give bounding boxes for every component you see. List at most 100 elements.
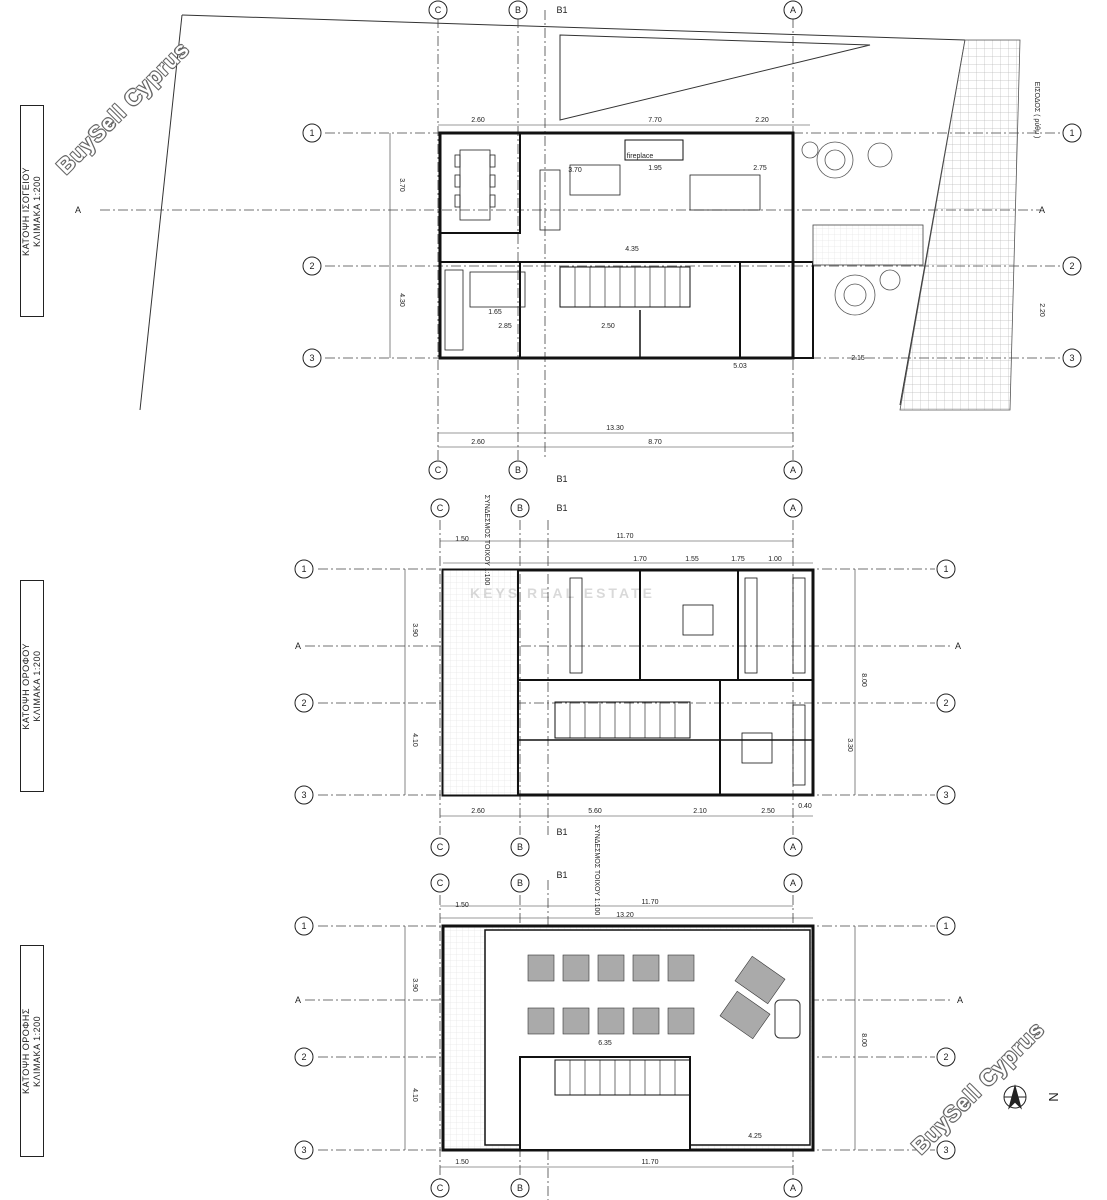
dim-text: 8.00 bbox=[860, 1033, 867, 1047]
axis-label-b1: B1 bbox=[556, 870, 567, 880]
dim-text: 5.03 bbox=[733, 363, 747, 370]
axis-label-a: A bbox=[790, 878, 796, 888]
axis-label-b: B bbox=[517, 1183, 523, 1193]
ground-floor-walls bbox=[438, 131, 814, 360]
dim-text: 4.30 bbox=[398, 293, 405, 307]
axis-label-2: 2 bbox=[943, 698, 948, 708]
axis-label-a: A bbox=[790, 5, 796, 15]
dim-text: 5.60 bbox=[588, 808, 602, 815]
dim-text: 2.85 bbox=[498, 323, 512, 330]
ground-floor-title-text: ΚΑΤΟΨΗ ΙΣΟΓΕΙΟΥ ΚΛΙΜΑΚΑ 1:200 bbox=[21, 166, 42, 256]
dim-text: 2.60 bbox=[471, 117, 485, 124]
dim-text: 2.50 bbox=[601, 323, 615, 330]
dim-text: 1.75 bbox=[731, 556, 745, 563]
dim-text: 2.50 bbox=[761, 808, 775, 815]
section-note: ΣΥΝΔΕΣΜΟΣ ΤΟΙΧΟΥ 1:100 bbox=[483, 495, 490, 586]
dim-text: 8.00 bbox=[860, 673, 867, 687]
dim-text: 11.70 bbox=[642, 1159, 659, 1166]
dim-text: 2.20 bbox=[755, 117, 769, 124]
dim-text: 1.50 bbox=[455, 1159, 469, 1166]
axis-label-2: 2 bbox=[1069, 261, 1074, 271]
vertical-dimension-texts: 3.70 4.30 2.20 3.90 4.10 8.00 3.30 3.90 … bbox=[398, 178, 1045, 1102]
axis-label-b1: B1 bbox=[556, 5, 567, 15]
dim-text: 6.35 bbox=[598, 1040, 612, 1047]
plot-boundary bbox=[139, 14, 966, 411]
axis-label-b: B bbox=[517, 878, 523, 888]
dim-text: 7.70 bbox=[648, 117, 662, 124]
axis-label-b: B bbox=[515, 465, 521, 475]
axis-label-3: 3 bbox=[943, 1145, 948, 1155]
ground-floor-title: ΚΑΤΟΨΗ ΙΣΟΓΕΙΟΥ ΚΛΙΜΑΚΑ 1:200 bbox=[20, 105, 44, 317]
axis-label-b1: B1 bbox=[556, 503, 567, 513]
dim-text: 0.40 bbox=[798, 803, 812, 810]
dim-text: 2.60 bbox=[471, 808, 485, 815]
watermark-center: KEYS REAL ESTATE bbox=[470, 585, 655, 601]
dim-text: 8.70 bbox=[648, 439, 662, 446]
axis-label-b: B bbox=[517, 842, 523, 852]
dim-text: 1.65 bbox=[488, 309, 502, 316]
dim-text: 3.90 bbox=[411, 978, 418, 992]
axis-label-b1: B1 bbox=[556, 827, 567, 837]
axis-label-c: C bbox=[437, 878, 444, 888]
road-hatch bbox=[899, 39, 1021, 411]
axis-label-2: 2 bbox=[943, 1052, 948, 1062]
terrace-paving bbox=[812, 224, 924, 266]
axis-label-b1: B1 bbox=[556, 474, 567, 484]
fireplace-label: fireplace bbox=[627, 153, 654, 160]
axis-label-c: C bbox=[435, 5, 442, 15]
axis-label-c: C bbox=[437, 503, 444, 513]
grid-bubble-labels: C B B1 A C B B1 A C B B1 A C B B1 A C B … bbox=[75, 5, 1075, 1193]
section-label: A bbox=[1039, 205, 1045, 215]
roof-title: ΚΑΤΟΨΗ ΟΡΟΦΗΣ ΚΛΙΜΑΚΑ 1:200 bbox=[20, 945, 44, 1157]
dim-text: 11.70 bbox=[642, 899, 659, 906]
dim-text: 3.30 bbox=[846, 738, 853, 752]
axis-label-b: B bbox=[517, 503, 523, 513]
axis-label-b: B bbox=[515, 5, 521, 15]
dim-text: 4.35 bbox=[625, 246, 639, 253]
dimension-lines bbox=[389, 124, 856, 1168]
axis-label-a: A bbox=[790, 842, 796, 852]
dim-text: 13.30 bbox=[606, 425, 624, 432]
section-label: A bbox=[75, 205, 81, 215]
roof-title-text: ΚΑΤΟΨΗ ΟΡΟΦΗΣ ΚΛΙΜΑΚΑ 1:200 bbox=[21, 1008, 42, 1094]
dim-text: 4.10 bbox=[411, 733, 418, 747]
axis-label-3: 3 bbox=[309, 353, 314, 363]
north-label: N bbox=[1046, 1092, 1061, 1101]
dim-text: 2.75 bbox=[753, 165, 767, 172]
dim-text: 2.20 bbox=[1038, 303, 1045, 317]
dim-text: 1.70 bbox=[633, 556, 647, 563]
axis-label-2: 2 bbox=[301, 1052, 306, 1062]
first-floor-title: ΚΑΤΟΨΗ ΟΡΟΦΟΥ ΚΛΙΜΑΚΑ 1:200 bbox=[20, 580, 44, 792]
dim-text: 1.50 bbox=[455, 536, 469, 543]
ground-furniture bbox=[444, 149, 761, 351]
dim-text: 3.70 bbox=[568, 167, 582, 174]
axis-label-2: 2 bbox=[301, 698, 306, 708]
section-label: A bbox=[955, 641, 961, 651]
axis-label-3: 3 bbox=[1069, 353, 1074, 363]
axis-label-1: 1 bbox=[301, 921, 306, 931]
first-floor-title-text: ΚΑΤΟΨΗ ΟΡΟΦΟΥ ΚΛΙΜΑΚΑ 1:200 bbox=[21, 642, 42, 730]
axis-label-c: C bbox=[437, 1183, 444, 1193]
dim-text: 4.25 bbox=[748, 1133, 762, 1140]
axis-label-3: 3 bbox=[943, 790, 948, 800]
axis-label-1: 1 bbox=[1069, 128, 1074, 138]
dim-text: 11.70 bbox=[617, 533, 634, 540]
solar-panels bbox=[527, 954, 786, 1040]
dim-text: 3.70 bbox=[398, 178, 405, 192]
garden-plants bbox=[801, 141, 901, 316]
dim-text: 2.60 bbox=[471, 439, 485, 446]
entrance-label: ΕΙΣΟΔΟΣ ( ρύθμ ) bbox=[1033, 82, 1041, 139]
section-label: A bbox=[957, 995, 963, 1005]
dimension-texts: 2.60 7.70 2.20 13.30 2.60 8.70 3.70 1.95… bbox=[455, 82, 1041, 1166]
section-label: A bbox=[295, 641, 301, 651]
axis-label-a: A bbox=[790, 465, 796, 475]
dim-text: 3.90 bbox=[411, 623, 418, 637]
water-tank bbox=[774, 999, 801, 1039]
dim-text: 1.55 bbox=[685, 556, 699, 563]
axis-label-3: 3 bbox=[301, 1145, 306, 1155]
grid-bubbles bbox=[294, 0, 1082, 1198]
axis-label-1: 1 bbox=[943, 921, 948, 931]
axis-label-1: 1 bbox=[943, 564, 948, 574]
